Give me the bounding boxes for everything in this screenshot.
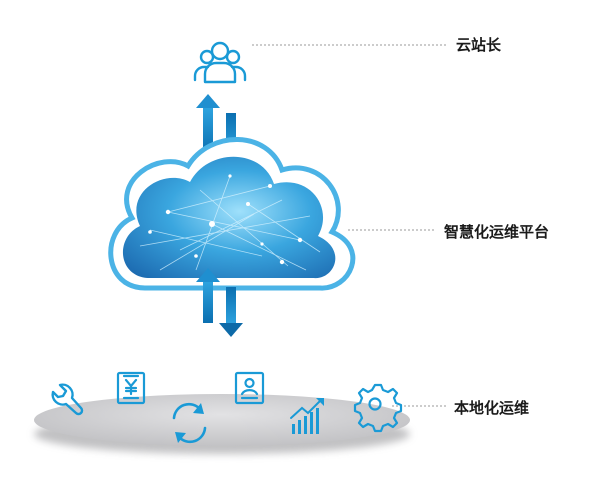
download-arrow-bottom — [219, 287, 243, 337]
invoice-yen-icon — [116, 371, 146, 405]
ground-platform — [34, 394, 410, 454]
cloud-shape — [108, 137, 356, 291]
refresh-icon — [172, 402, 207, 444]
label-local-ops: 本地化运维 — [454, 399, 530, 417]
id-card-icon — [234, 371, 265, 405]
upload-arrow-top — [196, 94, 220, 153]
wrench-icon — [51, 383, 84, 416]
network-nodes — [148, 174, 303, 265]
gear-icon — [353, 383, 403, 433]
upload-arrow-bottom — [196, 268, 220, 323]
label-cloud-webmaster: 云站长 — [456, 36, 502, 54]
users-group-icon — [193, 41, 247, 84]
label-ops-platform: 智慧化运维平台 — [444, 223, 550, 241]
bar-chart-growth-icon — [290, 398, 324, 434]
network-lines — [139, 175, 321, 271]
